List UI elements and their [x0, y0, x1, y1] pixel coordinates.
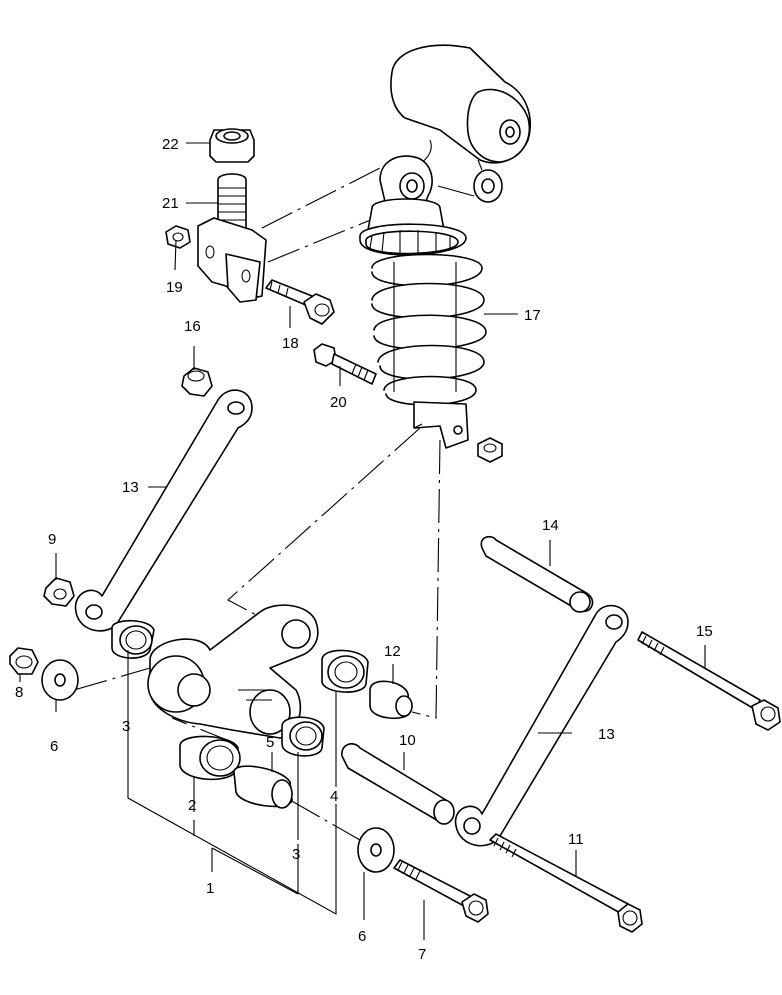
part-15-bolt	[637, 631, 781, 731]
callout-10: 11	[568, 831, 584, 848]
part-9-spacer	[341, 743, 455, 825]
leader-lines	[19, 142, 706, 940]
part-3-bearing-right	[281, 716, 325, 757]
part-12-collar	[369, 680, 413, 719]
part-6-washer-left	[41, 659, 79, 701]
callout-20: 20	[330, 394, 347, 411]
part-2-bearing	[179, 735, 241, 781]
callout-5: 5	[266, 734, 274, 751]
callout-4: 4	[330, 788, 338, 805]
part-22-nut	[209, 128, 255, 163]
part-8-nut	[9, 647, 39, 675]
callout-8: 8	[15, 684, 23, 701]
rear-shock-absorber	[359, 155, 487, 449]
callout-18: 18	[282, 335, 299, 352]
callout-3-right: 3	[292, 846, 300, 863]
part-13-tie-rod-upper	[74, 389, 253, 632]
callout-12: 12	[384, 643, 401, 660]
callout-16: 16	[184, 318, 201, 335]
callout-13-lower: 13	[598, 726, 615, 743]
part-20-bolt	[313, 343, 377, 385]
part-3-bearing-left	[111, 619, 155, 659]
callout-17: 17	[524, 307, 541, 324]
callout-6-bottom: 6	[358, 928, 366, 945]
callout-9: 10	[399, 732, 416, 749]
part-16-nut	[181, 367, 213, 397]
shock-reservoir	[390, 44, 532, 171]
part-14-spacer	[480, 535, 594, 613]
part-18-bolt	[265, 279, 335, 325]
part-10-bolt	[489, 833, 643, 933]
callout-21: 21	[162, 195, 179, 212]
part-19-nut	[165, 225, 191, 249]
callout-14: 14	[542, 517, 559, 534]
callout-6-left: 6	[50, 738, 58, 755]
part-4-bearing	[321, 649, 369, 693]
shock-lower-nut	[477, 437, 503, 463]
callout-2: 2	[188, 797, 196, 814]
part-7-bolt	[393, 859, 489, 923]
callout-labels: 22 21 19 18 16 20 17 13 9 8 6 3 12 14 15…	[15, 136, 713, 963]
cushion-lever	[147, 604, 319, 739]
callout-13-upper: 13	[122, 479, 139, 496]
part-5-collar	[233, 765, 293, 809]
part-21-upper-bracket	[197, 173, 267, 303]
callout-15: 15	[696, 623, 713, 640]
callout-19: 19	[166, 279, 183, 296]
part-13-tie-rod-lower	[454, 604, 629, 847]
part-6-washer-bottom	[357, 827, 395, 873]
callout-22: 22	[162, 136, 179, 153]
callout-7: 7	[418, 946, 426, 963]
reservoir-side-nut	[437, 169, 503, 203]
callout-1: 1	[206, 880, 214, 897]
callout-11: 9	[48, 531, 56, 548]
callout-3-left: 3	[122, 718, 130, 735]
part-11-nut	[43, 577, 75, 607]
